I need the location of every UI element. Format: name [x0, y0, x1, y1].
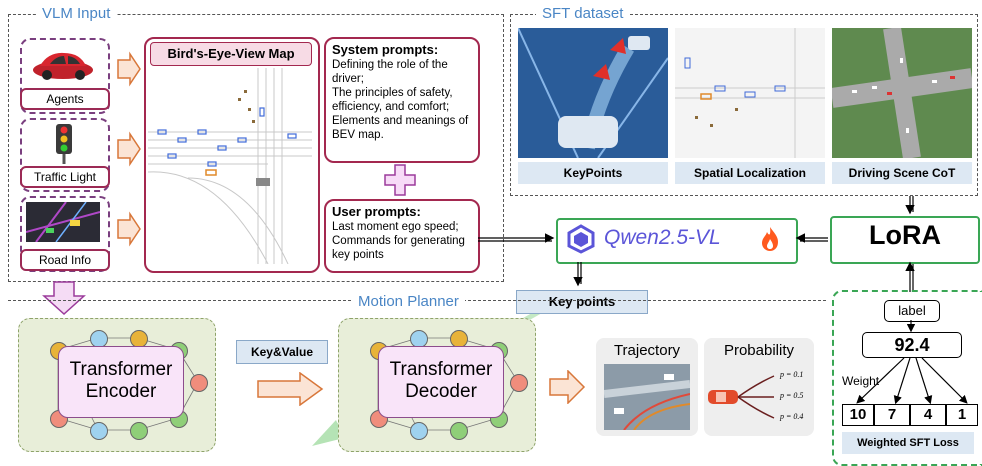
system-prompts-card: System prompts: Defining the role of the…	[324, 37, 480, 163]
system-line-1: Defining the role of the driver;	[332, 59, 448, 85]
motion-planner-title: Motion Planner	[352, 293, 465, 310]
encoder-to-decoder-arrow	[257, 372, 324, 406]
vlm-input-panel	[8, 14, 504, 282]
sft-dataset-panel	[510, 14, 978, 196]
lora-box	[830, 216, 980, 264]
road-info-label: Road Info	[20, 249, 110, 271]
bev-map-title: Bird's-Eye-View Map	[150, 42, 312, 66]
qwen-logo-icon	[567, 224, 595, 254]
caption-keypoints: KeyPoints	[518, 162, 668, 184]
weight-cell-4: 1	[946, 404, 978, 426]
weighted-sft-loss-label: Weighted SFT Loss	[842, 432, 974, 454]
weight-cell-2: 7	[874, 404, 910, 426]
lora-label: LoRA	[869, 220, 941, 250]
caption-spatial-localization: Spatial Localization	[675, 162, 825, 184]
vlm-input-title: VLM Input	[36, 5, 117, 22]
user-prompts-title: User prompts	[332, 204, 417, 219]
probability-label: Probability	[723, 342, 795, 359]
probability-value-3: p = 0.4	[780, 412, 804, 421]
agents-label: Agents	[20, 88, 110, 110]
probability-value-2: p = 0.5	[780, 391, 804, 400]
system-line-3: Elements and meanings of BEV map.	[332, 115, 469, 141]
user-line-2: Commands for generating key points	[332, 235, 465, 261]
driving-scene-image	[832, 28, 972, 158]
qwen-model-name: Qwen2.5-VL	[604, 226, 721, 249]
score-box: 92.4	[862, 332, 962, 358]
system-prompts-title: System prompts	[332, 42, 434, 57]
traffic-light-icon	[56, 124, 72, 164]
input-arrows	[117, 51, 141, 247]
encoder-node	[130, 422, 148, 440]
weight-cell-3: 4	[910, 404, 946, 426]
agents-card	[20, 38, 110, 114]
keypoints-image	[518, 28, 668, 158]
bev-map-card	[144, 37, 320, 273]
caption-driving-scene-cot: Driving Scene CoT	[832, 162, 972, 184]
spatial-localization-image	[675, 28, 825, 158]
key-value-tag: Key&Value	[236, 340, 328, 364]
road-info-card	[20, 196, 110, 272]
encoder-node	[190, 374, 208, 392]
encoder-node	[90, 422, 108, 440]
weight-label: Weight	[842, 374, 880, 388]
trajectory-image	[604, 364, 690, 430]
user-line-1: Last moment ego speed;	[332, 221, 459, 233]
system-line-2: The principles of safety, efficiency, an…	[332, 87, 453, 113]
weight-arrows	[856, 320, 968, 405]
probability-diagram	[708, 375, 775, 419]
user-prompts-card: User prompts: Last moment ego speed; Com…	[324, 199, 480, 273]
sft-dataset-title: SFT dataset	[536, 5, 630, 22]
label-box: label	[884, 300, 940, 322]
probability-value-1: p = 0.1	[780, 370, 804, 379]
trajectory-label: Trajectory	[613, 342, 681, 359]
transformer-encoder: Transformer Encoder	[58, 346, 184, 418]
key-points-tag: Key points	[516, 290, 648, 314]
probability-panel	[704, 338, 814, 436]
road-info-image	[26, 202, 100, 242]
decoder-node	[510, 374, 528, 392]
transformer-decoder-label: Transformer Decoder	[389, 359, 493, 402]
bev-map-image	[148, 68, 312, 264]
transformer-decoder: Transformer Decoder	[378, 346, 504, 418]
plus-icon	[384, 164, 416, 196]
fire-icon	[762, 227, 778, 251]
weight-cell-1: 10	[842, 404, 874, 426]
car-image	[33, 52, 93, 80]
traffic-light-label: Traffic Light	[20, 166, 110, 188]
decoder-node	[450, 422, 468, 440]
traffic-light-card	[20, 118, 110, 192]
decoder-to-output-arrow	[549, 370, 586, 404]
transformer-encoder-label: Transformer Encoder	[69, 359, 173, 402]
qwen-box	[556, 218, 798, 264]
decoder-node	[410, 422, 428, 440]
